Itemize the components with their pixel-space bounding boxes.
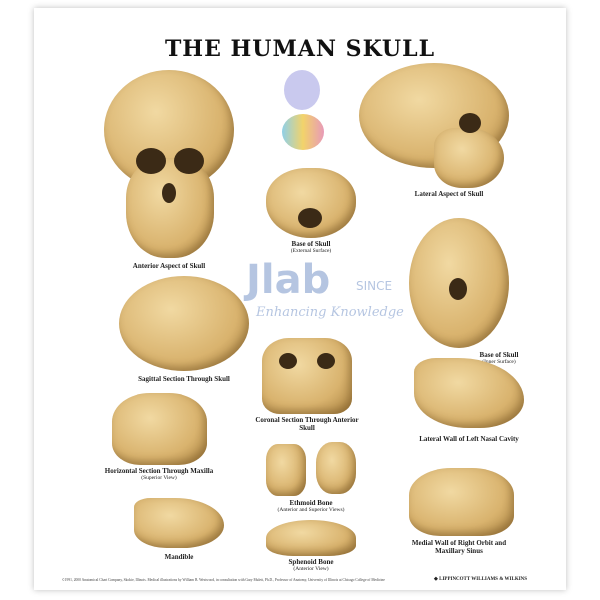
caption-base-internal: Base of Skull(Inner Surface) — [479, 351, 519, 366]
maxilla-section-illustration — [112, 393, 207, 465]
foramen-magnum — [449, 278, 467, 300]
foramen-magnum — [298, 208, 322, 228]
sphenoid-illustration — [266, 520, 356, 556]
orientation-skull-front — [284, 70, 320, 110]
caption-lateral: Lateral Aspect of Skull — [414, 190, 484, 198]
poster-title: THE HUMAN SKULL — [164, 36, 436, 62]
caption-nasal-wall: Lateral Wall of Left Nasal Cavity — [419, 435, 519, 443]
orbit-maxillary-illustration — [409, 468, 514, 536]
orientation-skull-side — [282, 114, 324, 150]
skull-poster: THE HUMAN SKULL Anterior Aspect of Skull… — [34, 8, 566, 590]
publisher-name: LIPPINCOTT WILLIAMS & WILKINS — [439, 577, 528, 582]
copyright-footer: ©1991, 2000 Anatomical Chart Company, Sk… — [62, 578, 385, 582]
caption-orbit: Medial Wall of Right Orbit and Maxillary… — [411, 539, 507, 556]
lateral-skull-jaw — [434, 128, 504, 188]
publisher-logo: ◆ LIPPINCOTT WILLIAMS & WILKINS — [434, 577, 528, 582]
caption-sphenoid: Sphenoid Bone(Anterior View) — [288, 558, 334, 573]
watermark-tagline: Enhancing Knowledge — [256, 305, 404, 320]
caption-sagittal: Sagittal Section Through Skull — [138, 375, 230, 383]
nasal-hole — [162, 183, 176, 203]
orbit-hole — [279, 353, 297, 369]
orbit-hole — [459, 113, 481, 133]
coronal-section-illustration — [262, 338, 352, 414]
ethmoid-superior-illustration — [316, 442, 356, 494]
caption-anterior: Anterior Aspect of Skull — [132, 262, 206, 270]
orbit-hole — [174, 148, 204, 174]
caption-coronal: Coronal Section Through Anterior Skull — [255, 416, 359, 433]
anterior-skull-face — [126, 158, 214, 258]
caption-ethmoid: Ethmoid Bone(Anterior and Superior Views… — [277, 499, 345, 514]
orbit-hole — [317, 353, 335, 369]
nasal-wall-illustration — [414, 358, 524, 428]
caption-base-external: Base of Skull(External Surface) — [290, 240, 332, 255]
mandible-illustration — [134, 498, 224, 548]
watermark-since: SINCE — [356, 279, 393, 293]
orbit-hole — [136, 148, 166, 174]
caption-mandible: Mandible — [164, 553, 194, 561]
caption-maxilla: Horizontal Section Through Maxilla(Super… — [104, 467, 214, 482]
sagittal-section-illustration — [119, 276, 249, 371]
ethmoid-anterior-illustration — [266, 444, 306, 496]
watermark-brand: Jlab — [246, 257, 331, 303]
